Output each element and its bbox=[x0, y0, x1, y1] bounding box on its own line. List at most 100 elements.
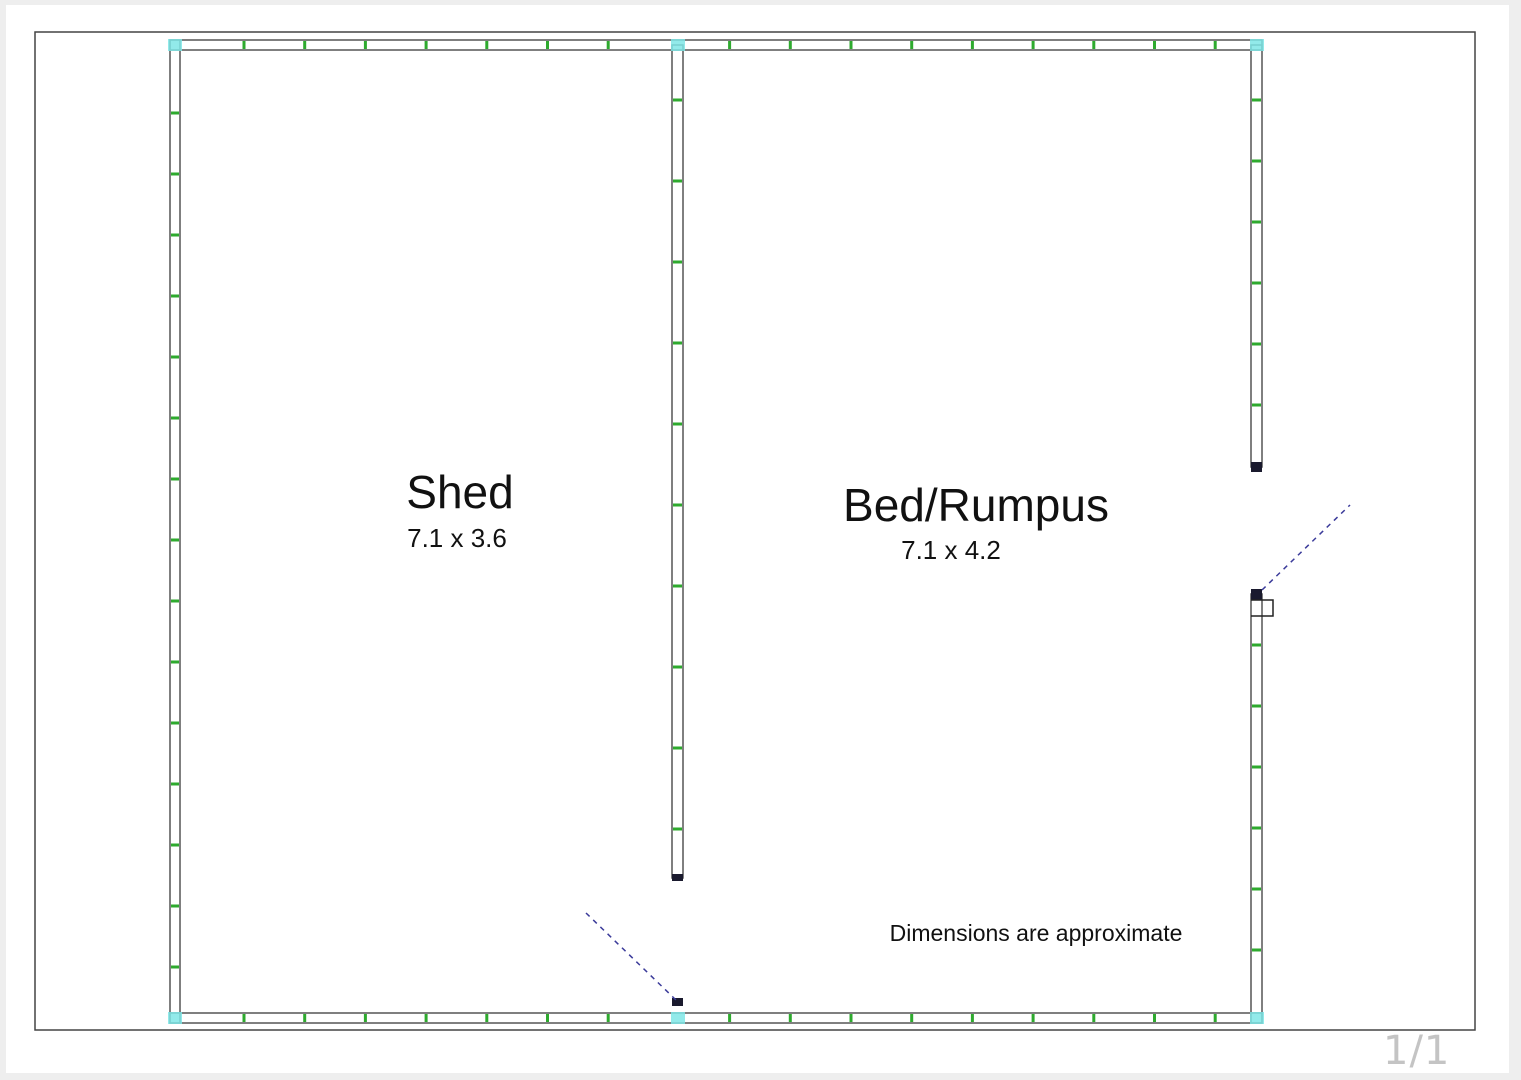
wall-partition bbox=[671, 44, 684, 879]
wall-stud bbox=[910, 41, 914, 49]
wall-top bbox=[169, 39, 1263, 51]
corner-marker bbox=[168, 1012, 182, 1024]
wall-stud bbox=[546, 41, 549, 49]
wall-bottom bbox=[169, 1012, 1263, 1024]
wall-stud bbox=[171, 294, 179, 298]
wall-stud bbox=[849, 41, 853, 49]
door-swing-right bbox=[1261, 504, 1351, 591]
wall-stud bbox=[1092, 1014, 1096, 1022]
wall-stud bbox=[673, 341, 682, 345]
wall-stud bbox=[485, 41, 489, 49]
page-indicator: 1/1 bbox=[1383, 1028, 1451, 1074]
wall-stud bbox=[788, 1014, 792, 1022]
wall-stud bbox=[1213, 1014, 1217, 1022]
wall-stud bbox=[303, 1014, 307, 1022]
wall-stud bbox=[171, 599, 179, 603]
door-jamb-bottom bbox=[672, 998, 683, 1006]
wall-stud bbox=[485, 1014, 489, 1022]
wall-stud bbox=[1252, 281, 1261, 285]
wall-stud bbox=[1252, 704, 1261, 708]
wall-stud bbox=[363, 1014, 367, 1022]
wall-stud bbox=[1252, 220, 1261, 224]
wall-stud bbox=[1252, 643, 1261, 647]
wall-stud bbox=[673, 422, 682, 426]
document-page bbox=[6, 5, 1509, 1073]
wall-stud bbox=[171, 965, 179, 969]
wall-stud bbox=[673, 746, 682, 750]
door-jamb-partition bbox=[672, 874, 683, 881]
wall-right-lower bbox=[1250, 593, 1263, 1024]
wall-stud bbox=[171, 355, 179, 359]
wall-stud bbox=[1252, 403, 1261, 407]
door-jamb-right-lower bbox=[1251, 589, 1262, 600]
wall-stud bbox=[606, 1014, 610, 1022]
wall-stud bbox=[1252, 826, 1261, 830]
room-name-shed: Shed bbox=[406, 466, 513, 518]
wall-stud bbox=[673, 260, 682, 264]
wall-stud bbox=[970, 41, 974, 49]
wall-stud bbox=[673, 584, 682, 588]
room-dimensions-bed-rumpus: 7.1 x 4.2 bbox=[901, 535, 1001, 565]
wall-stud bbox=[171, 782, 179, 786]
wall-stud bbox=[1213, 41, 1217, 49]
wall-stud bbox=[1252, 98, 1261, 102]
corner-marker bbox=[1250, 1012, 1264, 1024]
wall-stud bbox=[673, 665, 682, 669]
dimensions-note: Dimensions are approximate bbox=[890, 920, 1183, 946]
corner-marker bbox=[168, 39, 182, 51]
wall-stud bbox=[424, 41, 428, 49]
corner-marker bbox=[1250, 39, 1264, 51]
wall-stud bbox=[171, 721, 179, 725]
wall-left bbox=[169, 39, 181, 1024]
wall-stud bbox=[728, 1014, 732, 1022]
door-jamb-right-upper bbox=[1251, 462, 1262, 472]
wall-stud bbox=[171, 233, 179, 237]
wall-stud bbox=[171, 843, 179, 847]
wall-stud bbox=[242, 1014, 246, 1022]
wall-stud bbox=[171, 538, 179, 542]
wall-stud bbox=[303, 41, 307, 49]
wall-stud bbox=[1153, 41, 1156, 49]
wall-stud bbox=[1252, 342, 1261, 346]
door-jambs bbox=[672, 462, 1262, 1006]
wall-stud bbox=[1153, 1014, 1156, 1022]
wall-stud bbox=[171, 660, 179, 664]
corner-marker bbox=[671, 1012, 685, 1024]
wall-stud bbox=[171, 172, 179, 176]
door-swing-lower bbox=[585, 912, 677, 1001]
door-swings bbox=[585, 504, 1351, 1001]
room-name-bed-rumpus: Bed/Rumpus bbox=[843, 479, 1109, 531]
wall-stud bbox=[171, 904, 179, 908]
wall-stud bbox=[1252, 159, 1261, 163]
wall-stud bbox=[1252, 887, 1261, 891]
wall-studs bbox=[171, 41, 1261, 1022]
wall-stud bbox=[546, 1014, 549, 1022]
wall-stud bbox=[363, 41, 367, 49]
corner-markers bbox=[168, 39, 1264, 1024]
wall-stud bbox=[171, 111, 179, 115]
wall-stud bbox=[606, 41, 610, 49]
wall-stud bbox=[1252, 765, 1261, 769]
room-dimensions-shed: 7.1 x 3.6 bbox=[407, 523, 507, 553]
wall-stud bbox=[1092, 41, 1096, 49]
wall-stud bbox=[1252, 948, 1261, 952]
wall-stud bbox=[1031, 1014, 1035, 1022]
walls bbox=[169, 39, 1263, 1024]
wall-stud bbox=[673, 503, 682, 507]
wall-stud bbox=[673, 827, 682, 831]
wall-stud bbox=[424, 1014, 428, 1022]
wall-stud bbox=[673, 179, 682, 183]
corner-marker bbox=[671, 39, 685, 51]
drawing-frame bbox=[34, 31, 1476, 1031]
wall-stud bbox=[970, 1014, 974, 1022]
wall-stud bbox=[728, 41, 732, 49]
wall-stud bbox=[673, 98, 682, 102]
wall-stud bbox=[1031, 41, 1035, 49]
wall-stud bbox=[171, 477, 179, 481]
wall-stud bbox=[788, 41, 792, 49]
wall-stud bbox=[171, 416, 179, 420]
wall-stud bbox=[242, 41, 246, 49]
wall-stud bbox=[849, 1014, 853, 1022]
door-stop-marker bbox=[1251, 599, 1274, 617]
